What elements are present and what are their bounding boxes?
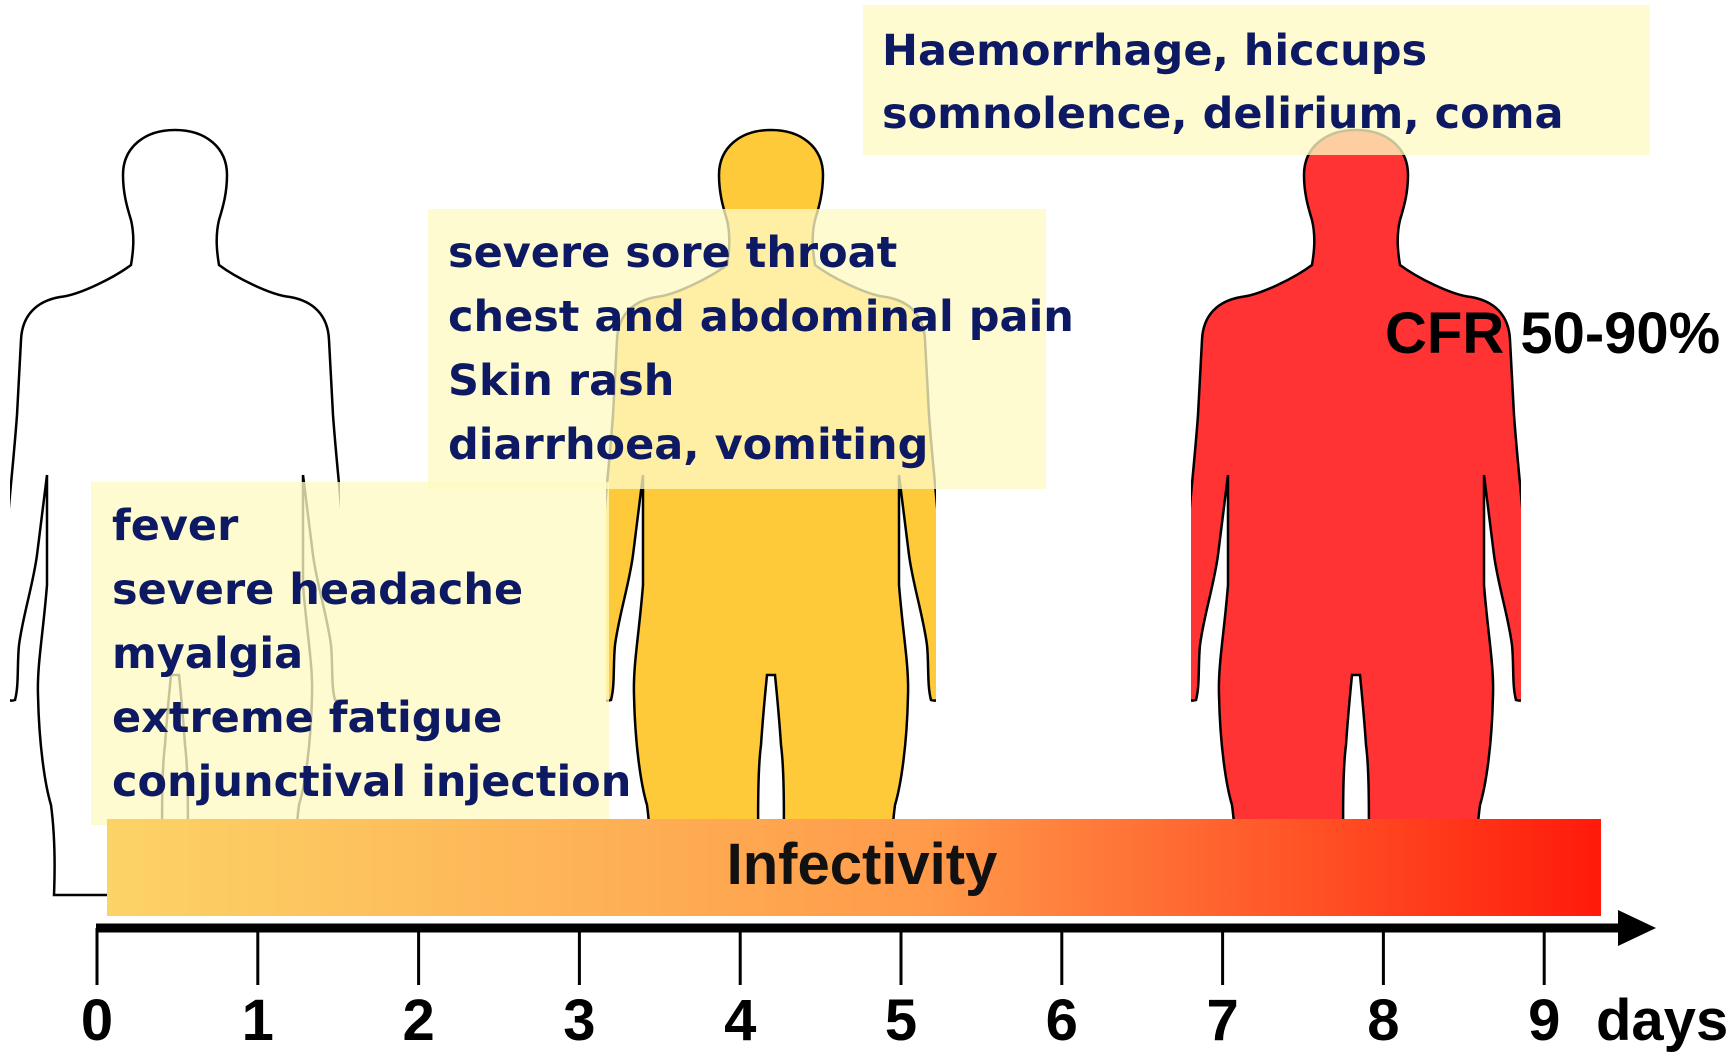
infectivity-label: Infectivity	[727, 832, 998, 897]
axis-tick-label: 0	[81, 988, 113, 1053]
axis-tick-label: 5	[885, 988, 917, 1053]
symptom-item: severe headache	[112, 565, 523, 615]
axis-ticks: 0 1 2 3 4 5 6 7 8 9	[81, 928, 1560, 1053]
symptom-item: fever	[112, 501, 239, 551]
symptom-item: conjunctival injection	[112, 757, 631, 807]
symptom-item: myalgia	[112, 629, 303, 679]
symptom-item: severe sore throat	[448, 228, 897, 278]
late-stage-body-icon	[1172, 130, 1540, 895]
symptom-item: chest and abdominal pain	[448, 292, 1074, 342]
axis-tick-label: 7	[1206, 988, 1238, 1053]
cfr-label: CFR 50-90%	[1385, 301, 1720, 366]
axis-unit-label: days	[1596, 988, 1728, 1053]
axis-arrowhead-icon	[1618, 910, 1656, 946]
axis-tick-label: 6	[1046, 988, 1078, 1053]
symptom-item: somnolence, delirium, coma	[882, 89, 1564, 139]
symptom-item: Skin rash	[448, 356, 674, 406]
axis-tick-label: 4	[724, 988, 756, 1053]
axis-tick-label: 3	[563, 988, 595, 1053]
symptom-item: Haemorrhage, hiccups	[882, 26, 1427, 76]
axis-tick-label: 2	[402, 988, 434, 1053]
axis-tick-label: 8	[1367, 988, 1399, 1053]
timeline-axis: 0 1 2 3 4 5 6 7 8 9	[81, 910, 1656, 1053]
symptom-item: extreme fatigue	[112, 693, 502, 743]
symptom-item: diarrhoea, vomiting	[448, 420, 928, 470]
axis-tick-label: 1	[242, 988, 274, 1053]
axis-tick-label: 9	[1528, 988, 1560, 1053]
